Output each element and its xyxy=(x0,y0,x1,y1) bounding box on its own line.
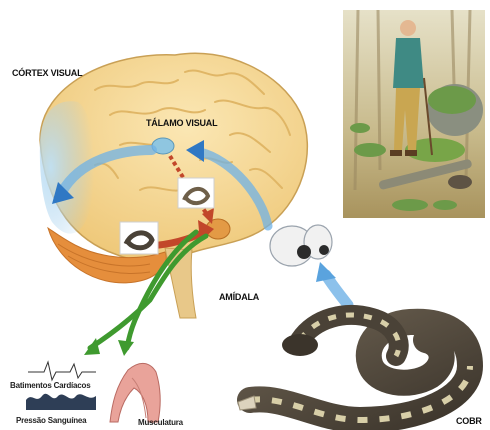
rattlesnake xyxy=(238,315,470,420)
blood-pressure-graph xyxy=(26,394,96,410)
label-amidala: AMÍDALA xyxy=(219,292,259,302)
eyes xyxy=(270,225,332,266)
label-cobra: COBR xyxy=(456,416,482,426)
snake-thumbnail-2 xyxy=(120,222,158,254)
leg-musculature xyxy=(110,363,160,422)
label-pressao: Pressão Sanguínea xyxy=(16,416,86,425)
snake-thumbnail-1 xyxy=(178,178,214,208)
heartbeat-trace xyxy=(28,362,96,380)
forest-scene xyxy=(343,10,485,218)
label-musculatura: Musculatura xyxy=(138,418,183,427)
brain xyxy=(40,53,308,318)
label-cortex-visual: CÓRTEX VISUAL xyxy=(12,68,82,78)
label-talamo-visual: TÁLAMO VISUAL xyxy=(146,118,217,128)
label-batimentos: Batimentos Cardíacos xyxy=(10,381,90,390)
arrow-snake-to-eye xyxy=(326,275,348,305)
